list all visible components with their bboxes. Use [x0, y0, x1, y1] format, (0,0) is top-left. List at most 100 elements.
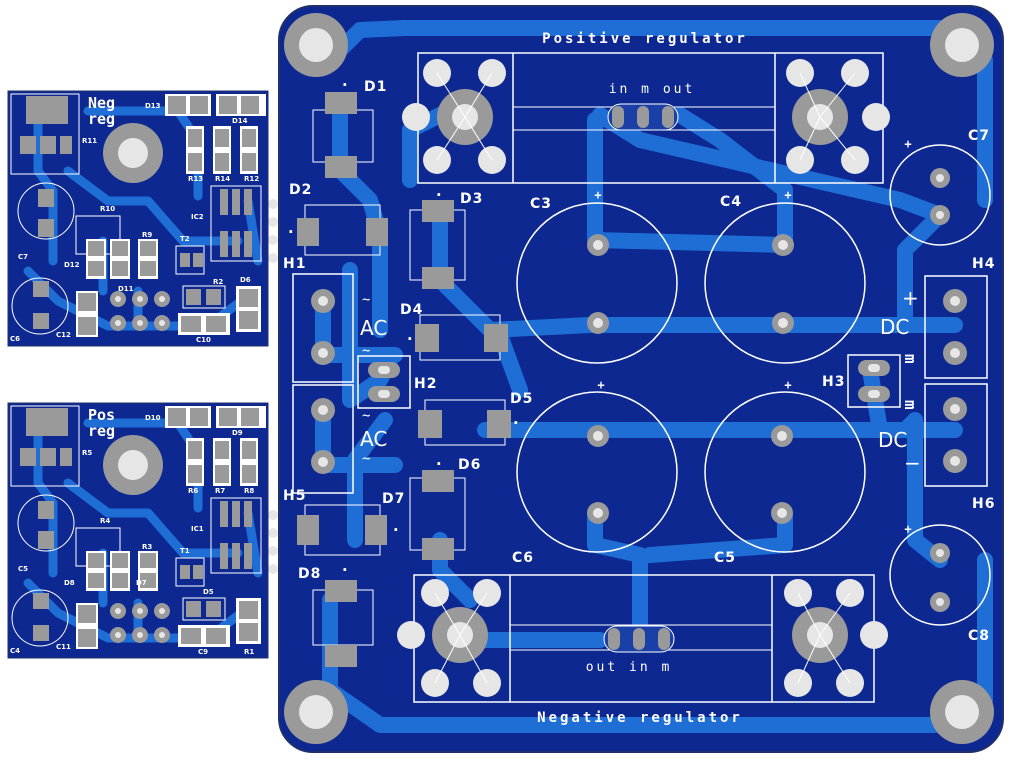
- cap-plus-c6: +: [597, 378, 604, 392]
- main-traces: [315, 20, 993, 733]
- main-board: Positive regulator in m out: [268, 5, 1004, 753]
- neg-reg-module: Neg reg D13 D14 R11 R13 R14 R12 IC2 R10 …: [7, 90, 269, 347]
- pos-lbl-14: C4: [10, 647, 20, 655]
- neg-lbl-4: R14: [215, 175, 230, 183]
- neg-lbl-3: R13: [188, 175, 203, 183]
- negative-regulator-title: Negative regulator: [537, 710, 743, 726]
- pos-lbl-11: D8: [64, 579, 75, 587]
- positive-regulator: Positive regulator in m out: [402, 31, 890, 184]
- neg-lbl-1: D14: [232, 117, 248, 125]
- neg-lbl-0: D13: [145, 102, 161, 110]
- label-c3: C3: [530, 196, 552, 212]
- label-d1: D1: [364, 79, 387, 95]
- cap-plus-c3: +: [594, 188, 601, 202]
- label-h5: H5: [283, 488, 306, 504]
- label-d4: D4: [400, 302, 423, 318]
- mounting-holes: [284, 13, 994, 744]
- label-h1: H1: [283, 256, 306, 272]
- cap-plus-c5: +: [784, 378, 791, 392]
- neg-lbl-12: D11: [118, 285, 134, 293]
- tilde-4: ~: [362, 451, 370, 467]
- tilde-3: ~: [362, 408, 370, 424]
- positive-regulator-title: Positive regulator: [542, 31, 748, 47]
- headers: H1 H5 H2 H3 H4 H6: [283, 256, 995, 512]
- ac-label-bottom: AC: [360, 427, 387, 451]
- label-h4: H4: [972, 256, 995, 272]
- tilde-2: ~: [362, 343, 370, 359]
- cap-plus-c7: +: [904, 137, 911, 151]
- pos-reg-module: Pos reg D10 D9 R5 R6 R7 R8 IC1 R4 R3 T1 …: [7, 402, 269, 659]
- neg-title-1: Neg: [88, 94, 115, 112]
- neg-lbl-5: R12: [244, 175, 259, 183]
- pos-lbl-5: R8: [244, 487, 254, 495]
- big-capacitors: [516, 144, 991, 626]
- neg-title-2: reg: [88, 110, 115, 128]
- pos-lbl-0: D10: [145, 414, 161, 422]
- label-c6: C6: [512, 550, 534, 566]
- label-d8: D8: [298, 566, 321, 582]
- pos-lbl-10: C5: [18, 565, 28, 573]
- d6-dot: .: [434, 450, 444, 469]
- pos-lbl-17: R1: [244, 648, 254, 656]
- neg-lbl-14: D6: [240, 276, 251, 284]
- d4-dot: .: [405, 325, 415, 344]
- label-c4: C4: [720, 194, 742, 210]
- negative-regulator-pins: out in m: [586, 660, 673, 675]
- pos-lbl-1: D9: [232, 429, 243, 437]
- pos-lbl-8: R3: [142, 543, 152, 551]
- neg-lbl-7: R10: [100, 205, 115, 213]
- dc-plus: +: [902, 286, 919, 310]
- d7-dot: .: [391, 516, 401, 535]
- mass-bottom: m: [901, 400, 920, 410]
- label-h6: H6: [972, 496, 995, 512]
- d5-dot: .: [511, 409, 521, 428]
- pos-lbl-9: T1: [180, 547, 190, 555]
- capacitor-pads: [587, 168, 950, 612]
- pos-lbl-13: D5: [203, 588, 214, 596]
- neg-lbl-6: IC2: [191, 213, 204, 221]
- d1-dot: .: [340, 71, 350, 90]
- label-d7: D7: [382, 491, 405, 507]
- label-c8: C8: [968, 628, 990, 644]
- d2-dot: .: [286, 218, 296, 237]
- label-c7: C7: [968, 128, 990, 144]
- neg-lbl-10: C7: [18, 253, 28, 261]
- cap-plus-c8: +: [904, 522, 911, 536]
- pos-lbl-4: R7: [215, 487, 225, 495]
- d3-dot: .: [434, 181, 444, 200]
- pos-lbl-12: D7: [136, 579, 147, 587]
- capacitor-labels: C3 C4 C5 C6 C7 C8 + + + + + +: [512, 128, 990, 644]
- label-d6: D6: [458, 457, 481, 473]
- io-labels: AC AC ~ ~ ~ ~ DC DC + − m m: [360, 286, 921, 475]
- pos-lbl-2: R5: [82, 449, 92, 457]
- pos-lbl-6: IC1: [191, 525, 204, 533]
- dc-label-bottom: DC: [878, 428, 907, 452]
- label-h3: H3: [822, 374, 845, 390]
- d8-dot: .: [340, 556, 350, 575]
- label-d2: D2: [289, 182, 312, 198]
- dc-minus: −: [904, 451, 921, 475]
- edge-pins: [268, 199, 278, 574]
- pos-title-1: Pos: [88, 406, 115, 424]
- diodes: D1 . D2 . D3 . D4 . D5 .: [286, 71, 532, 667]
- neg-lbl-15: C6: [10, 335, 20, 343]
- pos-lbl-7: R4: [100, 517, 110, 525]
- neg-lbl-9: T2: [180, 235, 190, 243]
- neg-lbl-2: R11: [82, 137, 97, 145]
- pos-lbl-16: C9: [198, 648, 208, 656]
- label-d3: D3: [460, 191, 483, 207]
- pos-lbl-3: R6: [188, 487, 198, 495]
- neg-lbl-11: D12: [64, 261, 80, 269]
- main-board-outline: [278, 5, 1004, 753]
- neg-lbl-13: R2: [213, 278, 223, 286]
- pos-title-2: reg: [88, 422, 115, 440]
- label-c5: C5: [714, 550, 736, 566]
- mass-top: m: [901, 354, 920, 364]
- ac-label-top: AC: [360, 316, 387, 340]
- neg-lbl-8: R9: [142, 231, 152, 239]
- neg-lbl-17: C10: [196, 336, 211, 344]
- label-h2: H2: [414, 376, 437, 392]
- dc-label-top: DC: [880, 315, 909, 339]
- tilde-1: ~: [362, 292, 370, 308]
